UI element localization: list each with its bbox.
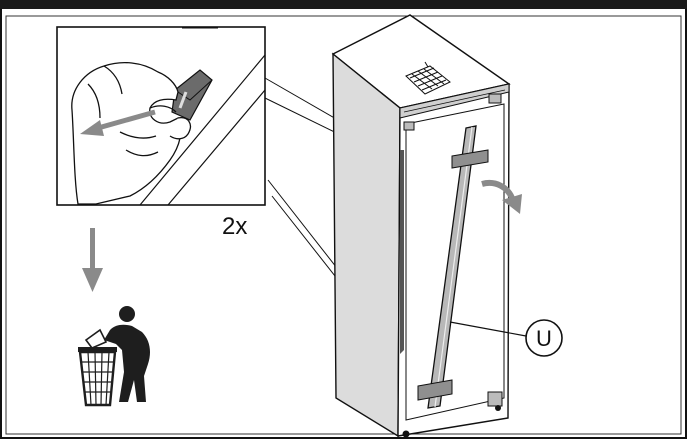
inner-frame [5, 15, 682, 435]
hand-drawing [71, 61, 192, 205]
vent-grille [405, 61, 451, 95]
detail-inset [56, 26, 266, 206]
recycle-bin-icon [78, 328, 117, 407]
refrigerator-drawing [331, 14, 511, 438]
part-marker-label: U [536, 326, 552, 351]
person-icon [104, 306, 150, 402]
part-marker-circle [525, 319, 563, 357]
transport-strip [417, 125, 489, 409]
part-marker-leader [449, 321, 527, 337]
repeat-count-label: 2x [222, 213, 247, 240]
down-arrow-icon [82, 228, 103, 292]
top-bar [0, 0, 687, 9]
pull-arrow [97, 109, 156, 131]
rotate-arrow-icon [481, 180, 522, 214]
